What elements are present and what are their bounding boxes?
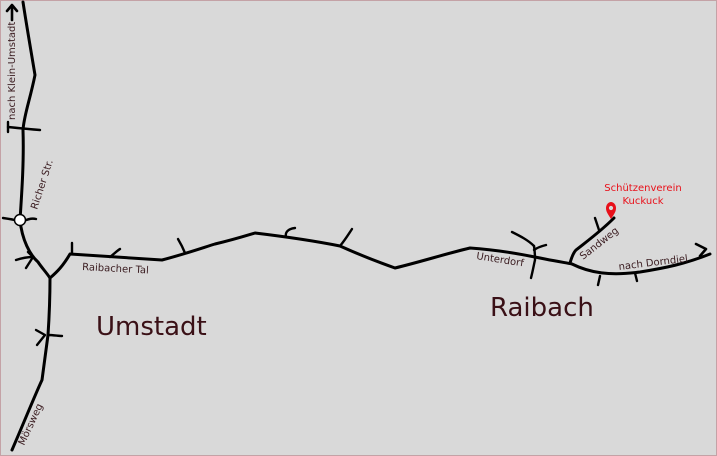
arrow-up-icon bbox=[5, 3, 19, 22]
town-label-raibach: Raibach bbox=[490, 293, 594, 323]
map-pin-icon[interactable] bbox=[606, 202, 616, 219]
label-richer-str: Richer Str. bbox=[29, 158, 55, 211]
road-south bbox=[10, 276, 64, 452]
poi-label-line1: Schützenverein bbox=[604, 183, 681, 194]
label-raibacher-tal: Raibacher Tal bbox=[82, 262, 149, 276]
label-moersweg: Mörsweg bbox=[17, 402, 46, 447]
town-label-umstadt: Umstadt bbox=[96, 312, 207, 342]
road-main bbox=[48, 216, 712, 287]
arrow-right-icon bbox=[694, 242, 708, 258]
roundabout-circle-icon bbox=[13, 213, 27, 227]
label-nach-klein-umstadt: nach Klein-Umstadt bbox=[7, 22, 18, 120]
poi-label-line2: Kuckuck bbox=[622, 196, 663, 207]
